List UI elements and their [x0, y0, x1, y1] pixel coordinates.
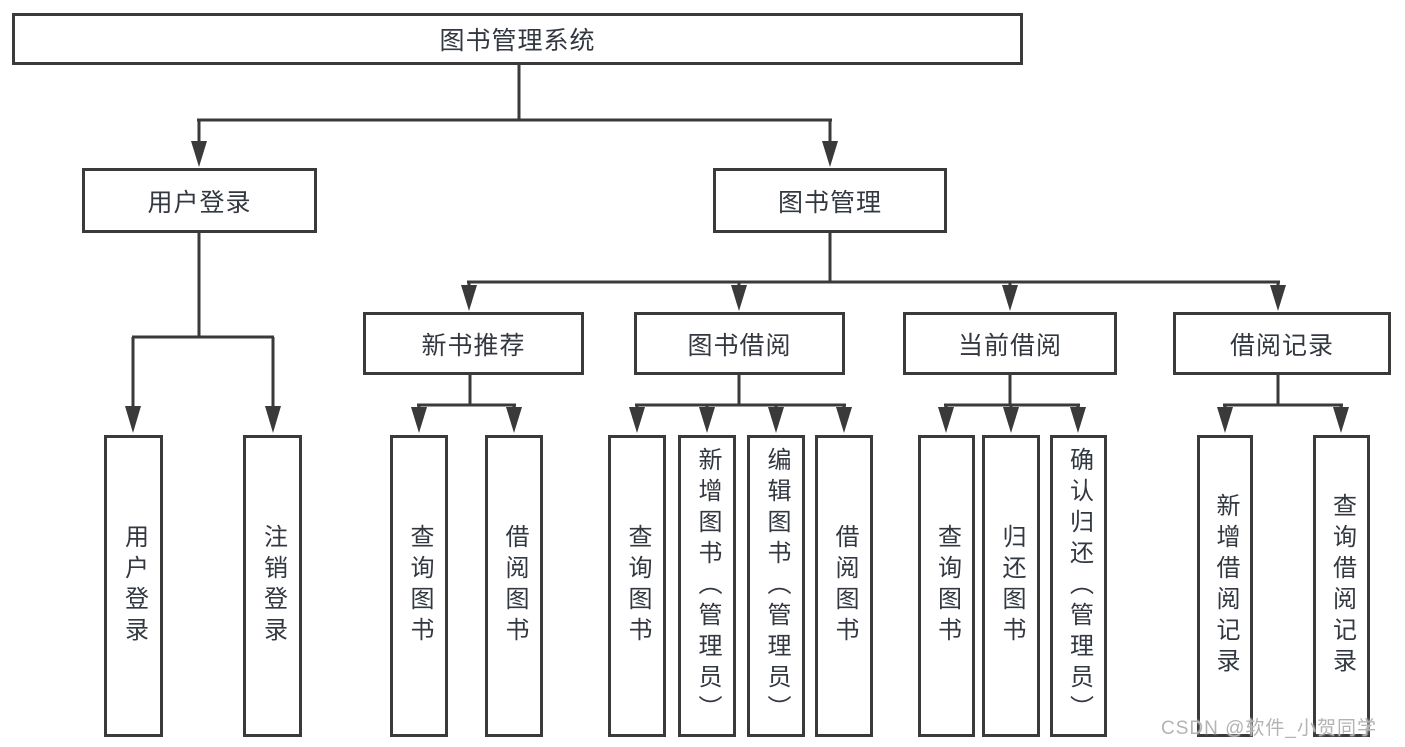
- leaf-edit-book-admin: 编辑图书（管理员）: [747, 435, 805, 737]
- csdn-watermark: CSDN @软件_小贺同学: [1161, 718, 1377, 739]
- leaf-confirm-return-admin: 确认归还（管理员）: [1050, 435, 1107, 737]
- leaf-query-books-borrowing-label: 查询图书: [624, 524, 651, 648]
- connector-arrowheads: [125, 141, 1349, 433]
- leaf-add-borrow-record: 新增借阅记录: [1197, 435, 1253, 737]
- node-current-borrowing: 当前借阅: [903, 312, 1117, 375]
- leaf-borrow-books-label: 借阅图书: [831, 524, 858, 648]
- leaf-user-login: 用户登录: [104, 435, 163, 737]
- leaf-query-books-current: 查询图书: [918, 435, 975, 737]
- node-new-book-recommend: 新书推荐: [363, 312, 584, 375]
- node-borrowing-records: 借阅记录: [1173, 312, 1391, 375]
- leaf-logout: 注销登录: [243, 435, 302, 737]
- leaf-edit-book-admin-label: 编辑图书（管理员）: [763, 446, 790, 726]
- leaf-borrow-books-recommend: 借阅图书: [485, 435, 543, 737]
- leaf-confirm-return-admin-label: 确认归还（管理员）: [1065, 446, 1093, 726]
- node-root-library-system: 图书管理系统: [12, 13, 1023, 65]
- leaf-return-books: 归还图书: [982, 435, 1040, 737]
- leaf-add-book-admin: 新增图书（管理员）: [678, 435, 736, 737]
- leaf-query-borrow-record: 查询借阅记录: [1313, 435, 1370, 737]
- leaf-query-borrow-record-label: 查询借阅记录: [1328, 493, 1356, 679]
- leaf-logout-label: 注销登录: [259, 524, 287, 648]
- leaf-query-books-recommend-label: 查询图书: [406, 524, 433, 648]
- leaf-borrow-books-recommend-label: 借阅图书: [501, 524, 528, 648]
- leaf-add-borrow-record-label: 新增借阅记录: [1212, 493, 1239, 679]
- node-book-management: 图书管理: [713, 168, 947, 233]
- node-user-login: 用户登录: [82, 168, 317, 233]
- leaf-query-books-current-label: 查询图书: [933, 524, 961, 648]
- node-book-borrowing: 图书借阅: [634, 312, 845, 375]
- leaf-query-books-recommend: 查询图书: [390, 435, 448, 737]
- leaf-borrow-books: 借阅图书: [815, 435, 873, 737]
- leaf-add-book-admin-label: 新增图书（管理员）: [694, 446, 721, 726]
- leaf-return-books-label: 归还图书: [998, 524, 1025, 648]
- leaf-query-books-borrowing: 查询图书: [608, 435, 666, 737]
- leaf-user-login-label: 用户登录: [120, 524, 148, 648]
